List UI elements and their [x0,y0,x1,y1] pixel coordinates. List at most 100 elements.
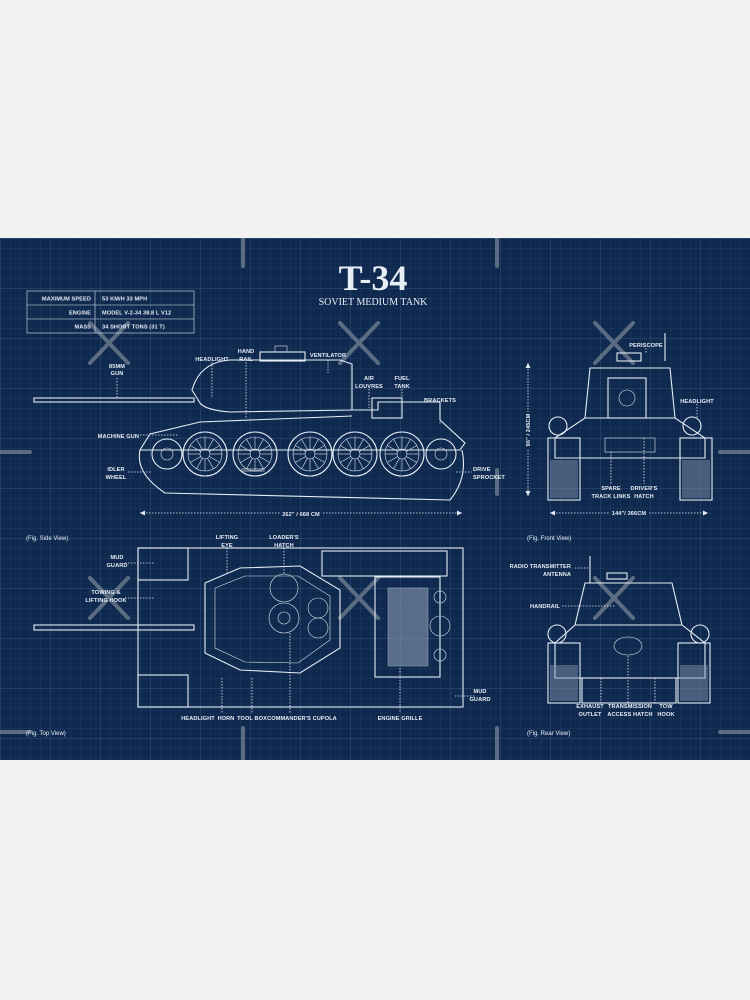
label-brackets: BRACKETS [424,398,456,404]
wheel-spoke [209,445,220,452]
wheel-spoke [301,458,308,469]
wheel-spoke [387,456,398,463]
wheel-spoke [346,458,353,469]
label-length: 262" / 668 CM [282,512,320,518]
top-view-drawing [33,547,464,708]
caption-rear-view: (Fig. Rear View) [527,731,570,737]
label-handrail: HANDRAIL [530,604,560,610]
label-transmission-hatch: TRANSMISSION [608,704,652,710]
wheel-spoke [406,445,417,452]
wheel-spoke [257,439,264,450]
wheel-spoke [312,439,319,450]
wheel-spoke [190,456,201,463]
wheel-spoke [207,439,214,450]
wheel-spoke [314,445,325,452]
side-view-drawing [33,345,466,516]
wheel-spoke [246,439,253,450]
label-idler-wheel: WHEEL [106,475,127,481]
label-drivers-hatch: HATCH [634,494,654,500]
label-towing-hook: TOWING & [91,590,120,596]
label-hand-rail: RAIL [239,357,253,363]
label-ventilator: VENTILATOR [310,353,346,359]
wheel-spoke [340,456,351,463]
road-wheel [379,431,425,477]
label-loaders-hatch: HATCH [274,543,294,549]
wheel-spoke [301,439,308,450]
wheel-spoke [357,439,364,450]
label-mud-guard-rear: MUD [473,689,486,695]
watermark [0,236,750,762]
spec-value: MODEL V-2-34 38.8 L V12 [102,311,171,317]
label-lifting-eye: LIFTING [216,535,238,541]
road-wheel [232,431,278,477]
caption-top-view: (Fig. Top View) [26,731,66,737]
label-tow-hook: TOW [659,704,673,710]
title: T-34 [339,258,408,298]
wheel-spoke [207,458,214,469]
wheel-spoke [393,458,400,469]
label-idler-wheel: IDLER [107,467,124,473]
spec-label: MASS [74,325,91,331]
wheel-spoke [295,456,306,463]
wheel-spoke [359,445,370,452]
wheel-spoke [406,456,417,463]
label-headlight: HEADLIGHT [680,399,714,405]
label-exhaust-outlet: EXHAUST [576,704,604,710]
wheel-spoke [357,458,364,469]
label-drive-sprocket: SPROCKET [473,475,505,481]
front-view-drawing [525,333,713,516]
label-commanders-cupola: COMMANDER'S CUPOLA [267,716,337,722]
label-spare-track-links: SPARE [601,486,621,492]
wheel-spoke [340,445,351,452]
caption-front-view: (Fig. Front View) [527,536,571,542]
rear-view-drawing [547,556,711,704]
spec-label: ENGINE [69,311,91,317]
top-view-callouts [125,548,476,713]
wheel-spoke [387,445,398,452]
label-headlight: HEADLIGHT [181,716,215,722]
subtitle: SOVIET MEDIUM TANK [319,297,429,308]
label-loaders-hatch: LOADER'S [269,535,299,541]
label-exhaust-outlet: OUTLET [579,712,602,718]
label-hand-rail: HAND [238,349,255,355]
wheel-spoke [404,458,411,469]
road-wheel [332,431,378,477]
road-wheel [182,431,228,477]
wheel-spoke [404,439,411,450]
label-headlight: HEADLIGHT [195,357,229,363]
wheel-spoke [257,458,264,469]
label-periscope: PERISCOPE [629,343,663,349]
label-fuel-tank: TANK [394,384,410,390]
label-horn: HORN [218,716,235,722]
side-view-callouts [116,360,472,473]
road-wheel [287,431,333,477]
wheel-spoke [359,456,370,463]
wheel-spoke [246,458,253,469]
label-transmission-hatch: ACCESS HATCH [607,712,652,718]
label-radio-antenna: RADIO TRANSMITTER [510,564,571,570]
wheel-spoke [190,445,201,452]
label-front-height: 96" / 245CM [526,413,532,446]
label-towing-hook: LIFTING HOOK [85,598,126,604]
spec-table: MAXIMUM SPEED 53 KM/H 33 MPH ENGINE MODE… [26,290,195,334]
wheel-spoke [259,445,270,452]
wheel-spoke [295,445,306,452]
wheel-spoke [259,456,270,463]
wheel-spoke [196,458,203,469]
label-tool-box: TOOL BOX [237,716,267,722]
caption-side-view: (Fig. Side View) [26,536,68,542]
label-fuel-tank: FUEL [394,376,409,382]
label-tow-hook: HOOK [657,712,674,718]
label-mud-guard: MUD [110,555,123,561]
spec-value: 53 KM/H 33 MPH [102,297,147,303]
label-radio-antenna: ANTENNA [543,572,571,578]
label-85mm-gun: 85MM [109,364,125,370]
spec-label: MAXIMUM SPEED [42,297,91,303]
label-mud-guard-rear: GUARD [469,697,490,703]
wheel-spoke [240,445,251,452]
wheel-spoke [314,456,325,463]
label-air-louvres: LOUVRES [355,384,383,390]
label-drivers-hatch: DRIVER'S [631,486,658,492]
wheel-spoke [346,439,353,450]
label-front-width: 144"/ 366CM [612,511,646,517]
